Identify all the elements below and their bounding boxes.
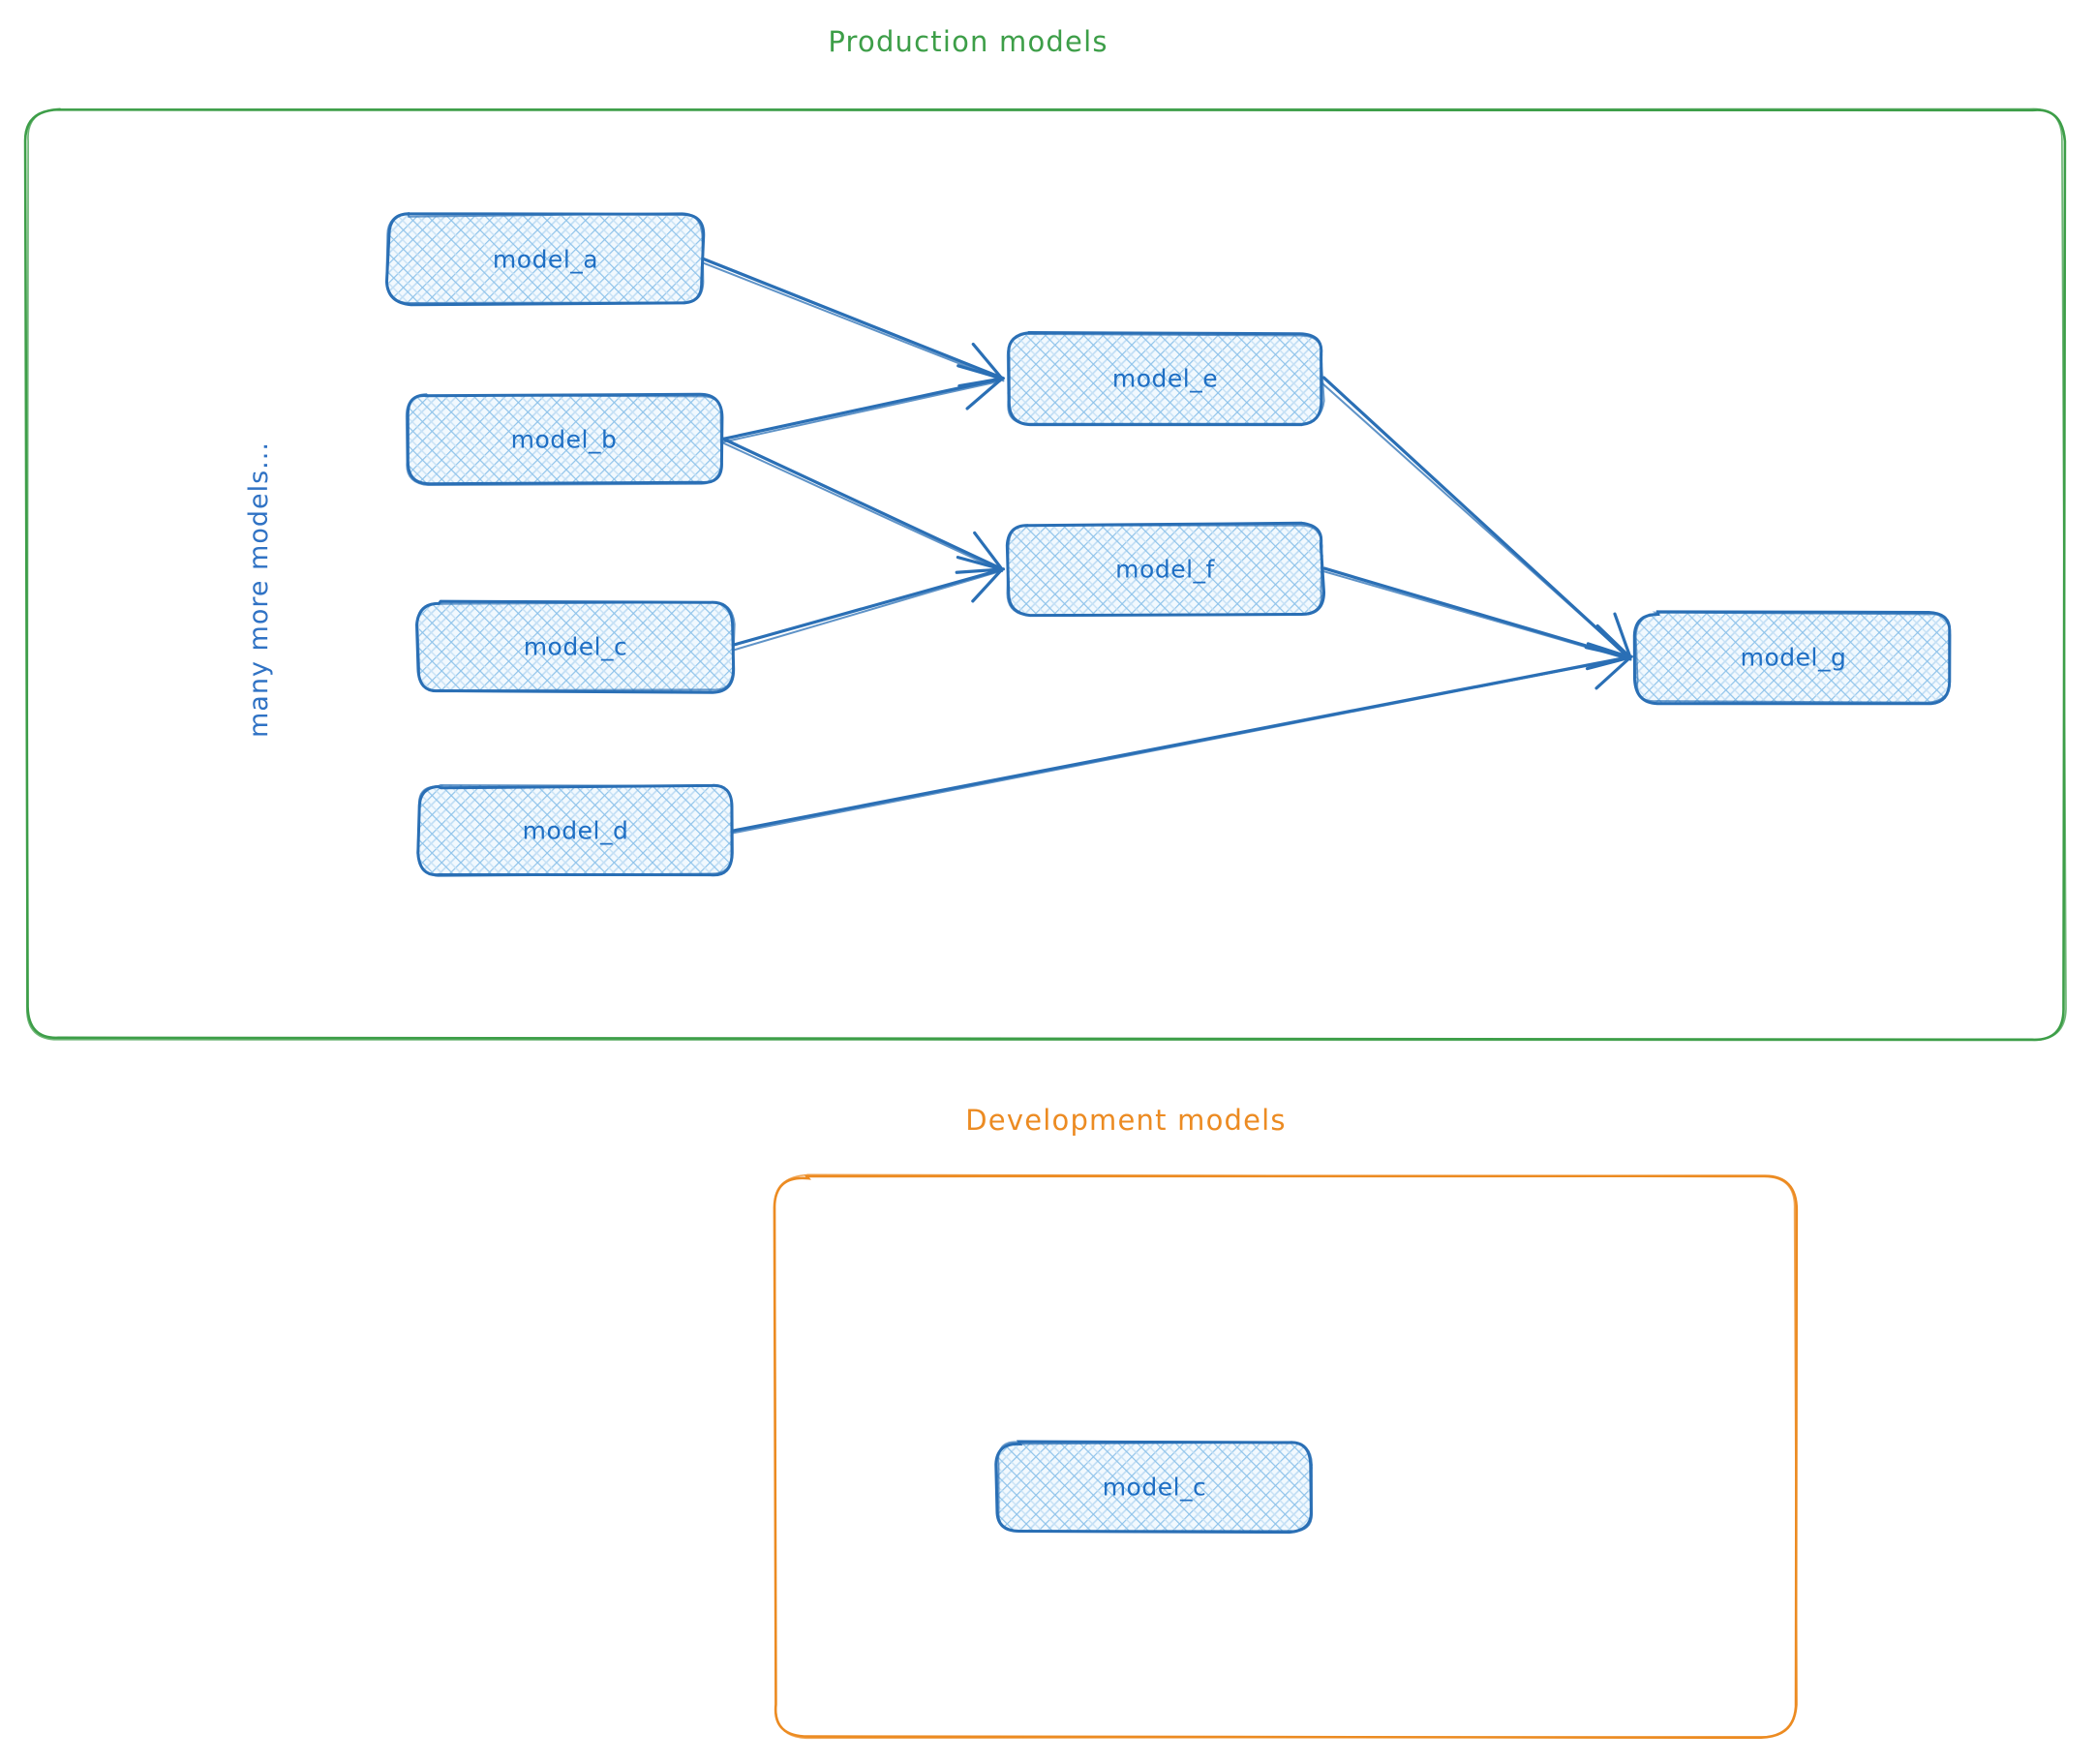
nodes-layer [384, 212, 1952, 1535]
node-model_d[interactable] [416, 783, 734, 877]
node-model_g[interactable] [1632, 610, 1952, 706]
edge-model_d-to-model_g [730, 642, 1633, 835]
edge-model_c-to-model_f [730, 556, 1006, 653]
node-model_f[interactable] [1005, 521, 1326, 618]
edge-model_b-to-model_f [718, 437, 1004, 574]
node-model_a[interactable] [384, 212, 706, 307]
node-model_c[interactable] [415, 599, 736, 694]
edges-layer [699, 256, 1633, 835]
edge-model_b-to-model_e [719, 364, 1004, 443]
group-containers [23, 107, 2067, 1740]
group-container-development [773, 1173, 1799, 1740]
group-title-production: Production models [828, 25, 1108, 58]
edge-model_e-to-model_g [1320, 376, 1632, 659]
annotation-many-more-models: many more models... [244, 441, 274, 738]
node-model_b[interactable] [405, 392, 724, 487]
node-dev_model_c[interactable] [994, 1440, 1314, 1535]
group-title-development: Development models [965, 1104, 1287, 1137]
node-model_e[interactable] [1006, 331, 1325, 427]
group-container-production [23, 107, 2067, 1042]
